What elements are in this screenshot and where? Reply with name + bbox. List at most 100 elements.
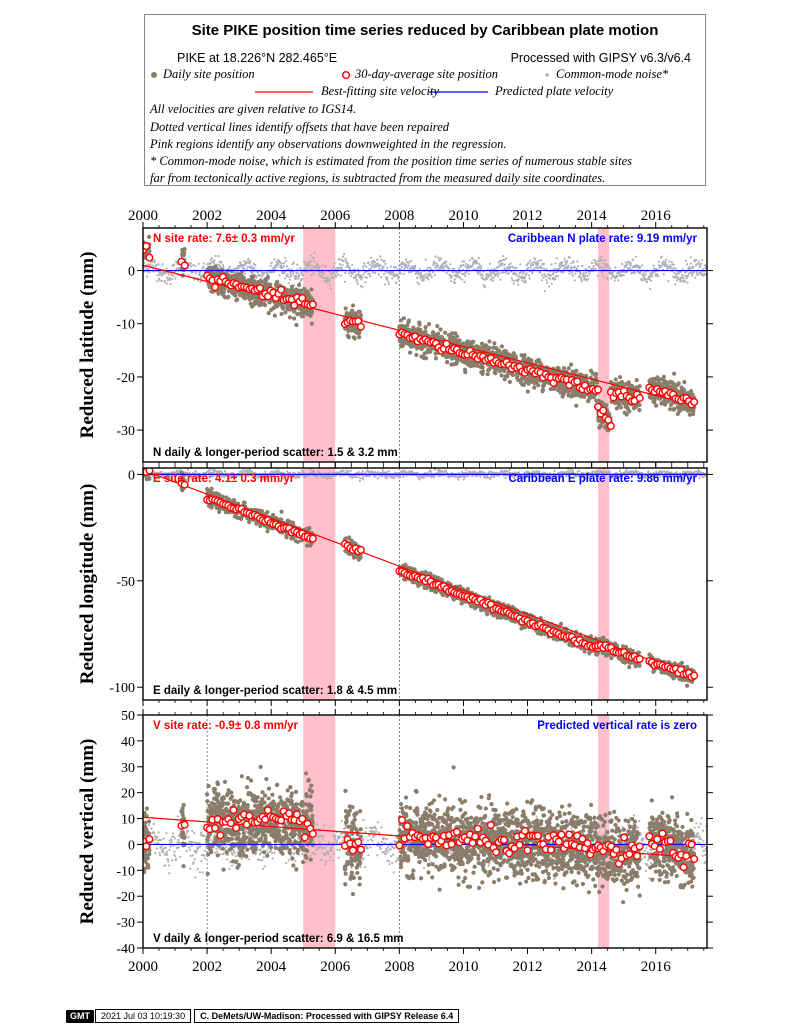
common-mode-point xyxy=(173,263,176,266)
common-mode-point xyxy=(616,275,619,278)
common-mode-point xyxy=(394,275,397,278)
common-mode-point xyxy=(379,275,383,279)
x-tick-label: 2006 xyxy=(320,208,351,224)
common-mode-point xyxy=(554,277,557,280)
common-mode-point xyxy=(261,275,264,278)
common-mode-point xyxy=(488,273,491,276)
legend-best: Best-fitting site velocity xyxy=(321,84,440,98)
common-mode-point xyxy=(291,263,294,266)
common-mode-point xyxy=(197,262,200,265)
common-mode-point xyxy=(577,265,580,268)
common-mode-point xyxy=(499,278,502,281)
common-mode-point xyxy=(699,272,703,275)
daily-point xyxy=(309,287,314,292)
common-mode-point xyxy=(209,468,212,471)
daily-point xyxy=(593,371,599,376)
daily-point xyxy=(268,282,273,287)
common-mode-point xyxy=(283,277,286,280)
daily-point xyxy=(436,331,441,336)
daily-point xyxy=(306,292,311,297)
x-tick-label: 2012 xyxy=(513,208,543,224)
common-mode-point xyxy=(664,261,667,264)
cm-symbol xyxy=(545,73,549,77)
daily-point xyxy=(352,336,357,341)
common-mode-point xyxy=(507,272,510,275)
daily-point xyxy=(637,408,642,413)
common-mode-point xyxy=(481,273,484,276)
common-mode-point xyxy=(584,267,587,270)
common-mode-point xyxy=(491,279,495,282)
common-mode-point xyxy=(250,265,253,268)
avg-point xyxy=(599,406,608,415)
daily-point xyxy=(690,392,695,397)
common-mode-point xyxy=(145,275,148,278)
daily-point xyxy=(667,407,673,412)
daily-point xyxy=(671,406,677,412)
common-mode-point xyxy=(476,272,480,275)
legend-avg: 30-day-average site position xyxy=(355,67,499,81)
common-mode-point xyxy=(513,279,516,282)
common-mode-point xyxy=(298,273,301,276)
common-mode-point xyxy=(258,274,261,277)
common-mode-point xyxy=(694,276,697,279)
common-mode-point xyxy=(409,270,413,274)
common-mode-point xyxy=(497,266,500,269)
common-mode-point xyxy=(283,271,286,274)
daily-point xyxy=(624,412,629,417)
common-mode-point xyxy=(629,267,632,270)
daily-point xyxy=(302,286,307,291)
common-mode-point xyxy=(490,272,493,275)
common-mode-point xyxy=(679,270,683,274)
common-mode-point xyxy=(517,278,520,281)
common-mode-point xyxy=(160,279,163,283)
common-mode-point xyxy=(642,274,646,278)
common-mode-point xyxy=(704,266,707,270)
common-mode-point xyxy=(423,273,426,276)
daily-point xyxy=(652,397,657,402)
common-mode-point xyxy=(328,276,331,280)
common-mode-point xyxy=(605,276,608,279)
avg-point xyxy=(145,253,154,262)
common-mode-point xyxy=(429,273,432,276)
common-mode-point xyxy=(263,476,266,479)
common-mode-point xyxy=(273,271,276,274)
daily-point xyxy=(627,409,632,414)
common-mode-point xyxy=(570,271,573,274)
common-mode-point xyxy=(556,274,559,278)
common-mode-point xyxy=(508,267,511,270)
common-mode-point xyxy=(609,267,612,270)
common-mode-point xyxy=(652,264,655,267)
common-mode-point xyxy=(199,477,203,480)
common-mode-point xyxy=(464,262,468,266)
common-mode-point xyxy=(290,268,293,271)
daily-point xyxy=(289,284,295,289)
processing-info: Processed with GIPSY v6.3/v6.4 xyxy=(510,51,691,65)
common-mode-point xyxy=(648,278,651,281)
common-mode-point xyxy=(405,260,408,264)
common-mode-point xyxy=(384,262,387,266)
daily-point xyxy=(618,405,624,410)
common-mode-point xyxy=(510,276,513,280)
common-mode-point xyxy=(343,253,346,256)
common-mode-point xyxy=(622,274,625,277)
plot-frame xyxy=(142,227,708,463)
common-mode-point xyxy=(151,475,154,478)
daily-point xyxy=(226,294,231,299)
common-mode-point xyxy=(399,268,403,271)
common-mode-point xyxy=(339,274,342,277)
common-mode-point xyxy=(389,265,393,268)
common-mode-point xyxy=(359,274,362,277)
site-location: PIKE at 18.226°N 282.465°E xyxy=(177,51,338,65)
common-mode-point xyxy=(315,262,318,265)
common-mode-point xyxy=(686,263,689,266)
common-mode-point xyxy=(549,274,553,277)
common-mode-point xyxy=(695,271,698,274)
common-mode-point xyxy=(433,262,436,265)
common-mode-point xyxy=(345,265,348,269)
common-mode-point xyxy=(461,260,464,263)
daily-point xyxy=(582,393,587,398)
plot-area xyxy=(143,468,707,700)
daily-point xyxy=(522,353,527,358)
common-mode-point xyxy=(353,268,356,271)
